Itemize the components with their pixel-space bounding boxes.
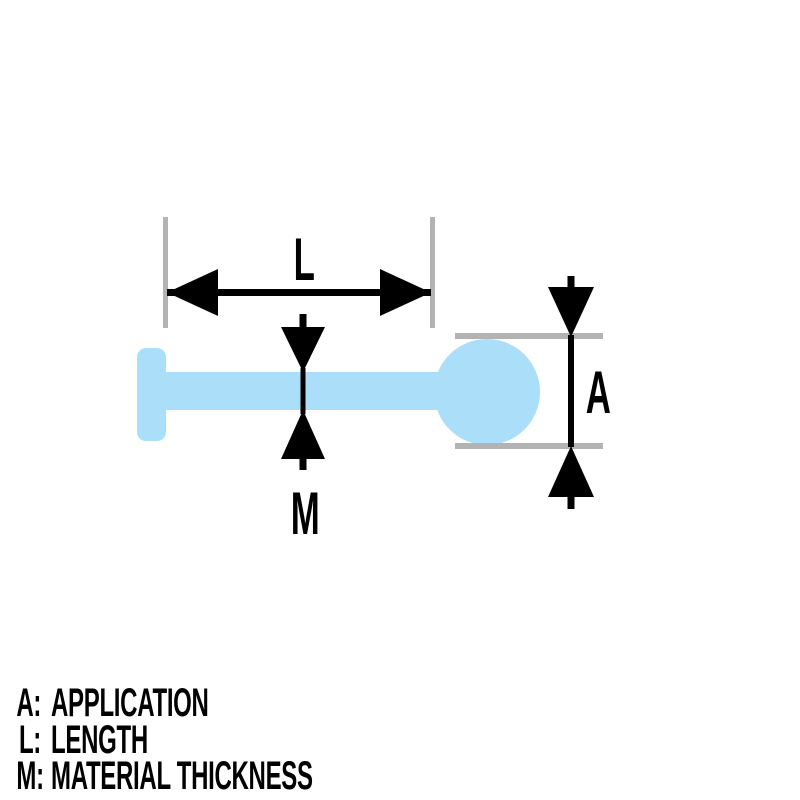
thickness-bottom-stub — [299, 455, 307, 470]
length-dimension — [163, 217, 435, 328]
application-label: A — [585, 359, 611, 426]
thickness-arrowhead-down-icon — [281, 327, 325, 372]
length-arrowhead-right-icon — [380, 269, 431, 316]
application-bottom-stub — [567, 493, 575, 509]
material-thickness-dimension — [281, 314, 325, 470]
thickness-arrowhead-up-icon — [281, 410, 325, 459]
application-extension-line-top — [455, 333, 603, 339]
ball-end-shape — [434, 339, 540, 445]
thickness-top-stub — [299, 314, 307, 332]
application-arrow-shaft — [568, 335, 574, 447]
material-thickness-label: M — [290, 480, 320, 547]
length-arrow-shaft — [167, 289, 431, 296]
length-label: L — [293, 226, 315, 293]
application-extension-line-bottom — [455, 443, 603, 449]
length-extension-line-left — [163, 217, 168, 328]
length-arrowhead-left-icon — [167, 269, 218, 316]
jewelry-silhouette — [137, 339, 540, 445]
length-extension-line-right — [430, 217, 435, 328]
application-arrowhead-down-icon — [548, 287, 594, 337]
application-dimension — [455, 276, 603, 509]
application-top-stub — [567, 276, 575, 292]
application-arrowhead-up-icon — [548, 446, 594, 497]
thickness-through-line — [300, 368, 306, 414]
